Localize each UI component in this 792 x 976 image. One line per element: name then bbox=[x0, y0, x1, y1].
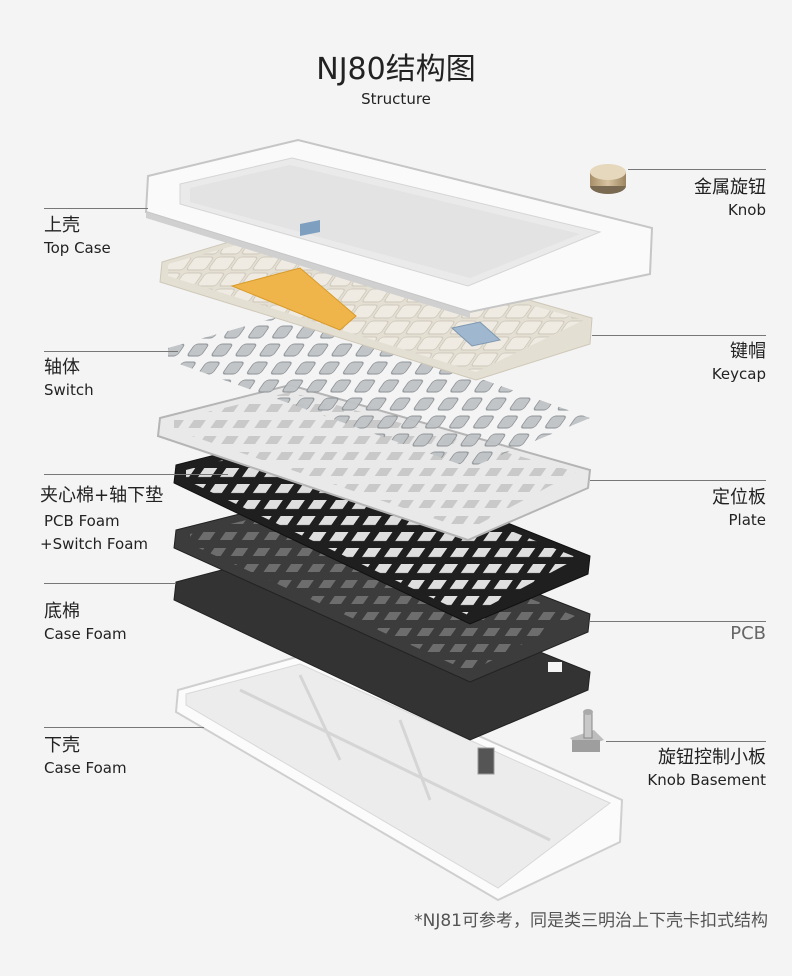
label-top-case-zh: 上壳 bbox=[44, 215, 80, 236]
label-case-foam-en: Case Foam bbox=[44, 625, 127, 644]
leader-switch bbox=[44, 351, 178, 352]
label-keycap: 键帽 Keycap bbox=[712, 340, 766, 385]
label-knob-basement-zh: 旋钮控制小板 bbox=[658, 747, 766, 768]
label-case-foam-zh: 底棉 bbox=[44, 601, 80, 622]
leader-plate bbox=[590, 480, 766, 481]
leader-pcb bbox=[590, 621, 766, 622]
switch-layer bbox=[168, 312, 590, 468]
leader-knob-basement bbox=[606, 741, 766, 742]
label-case-foam: 底棉 Case Foam bbox=[44, 600, 127, 645]
label-knob-en: Knob bbox=[727, 201, 766, 220]
label-knob: 金属旋钮 Knob bbox=[694, 176, 766, 221]
header: NJ80结构图 Structure bbox=[0, 52, 792, 108]
leader-foam bbox=[44, 474, 228, 475]
footnote: *NJ81可参考，同是类三明治上下壳卡扣式结构 bbox=[414, 911, 768, 931]
label-switch-en: Switch bbox=[44, 381, 94, 400]
label-knob-basement: 旋钮控制小板 Knob Basement bbox=[647, 746, 766, 791]
label-keycap-en: Keycap bbox=[711, 365, 766, 384]
knob-part bbox=[590, 164, 626, 194]
top-case-layer bbox=[144, 138, 654, 318]
label-plate-zh: 定位板 bbox=[712, 487, 766, 508]
label-foam-en2: +Switch Foam bbox=[40, 535, 149, 554]
label-bottom-case: 下壳 Case Foam bbox=[44, 734, 127, 779]
label-bottom-case-zh: 下壳 bbox=[44, 735, 80, 756]
label-top-case-en: Top Case bbox=[44, 239, 111, 258]
label-top-case: 上壳 Top Case bbox=[44, 214, 111, 259]
label-keycap-zh: 键帽 bbox=[730, 341, 766, 362]
label-pcb-en: PCB bbox=[730, 623, 766, 644]
label-knob-basement-en: Knob Basement bbox=[647, 771, 766, 790]
label-switch-zh: 轴体 bbox=[44, 357, 80, 378]
leader-knob bbox=[628, 169, 766, 170]
label-knob-zh: 金属旋钮 bbox=[694, 177, 766, 198]
leader-top-case bbox=[44, 208, 148, 209]
label-pcb: PCB bbox=[730, 622, 766, 646]
label-foam-zh: 夹心棉+轴下垫 bbox=[40, 485, 164, 506]
keycap-layer bbox=[159, 227, 593, 381]
leader-case-foam bbox=[44, 583, 176, 584]
label-foam-en1: PCB Foam bbox=[44, 511, 120, 530]
leader-keycap bbox=[592, 335, 766, 336]
leader-bottom-case bbox=[44, 727, 204, 728]
label-plate-en: Plate bbox=[728, 511, 766, 530]
label-foam: 夹心棉+轴下垫 PCB Foam +Switch Foam bbox=[40, 482, 163, 556]
page-subtitle: Structure bbox=[361, 90, 431, 108]
label-plate: 定位板 Plate bbox=[712, 486, 766, 531]
knob-basement-part bbox=[570, 709, 604, 752]
label-switch: 轴体 Switch bbox=[44, 356, 94, 401]
label-bottom-case-en: Case Foam bbox=[44, 759, 127, 778]
page-title: NJ80结构图 bbox=[316, 52, 476, 87]
